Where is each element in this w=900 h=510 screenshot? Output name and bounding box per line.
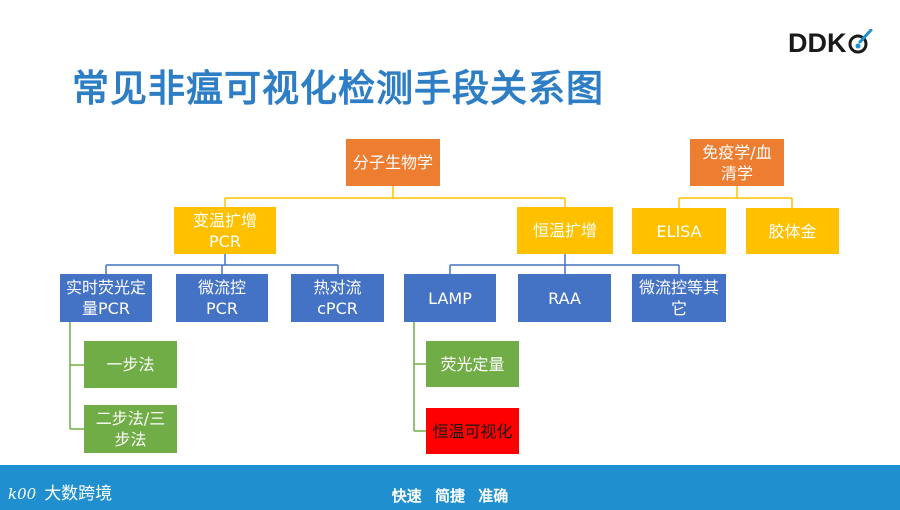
node-fluorescence-quant: 荧光定量 [426, 341, 519, 387]
node-two-three-step: 二步法/三 步法 [84, 405, 177, 453]
footer-brand-text: 大数跨境 [44, 484, 113, 504]
node-isothermal-amplification: 恒温扩增 [517, 207, 613, 254]
footer-slogan: 快速 简捷 准确 [391, 487, 509, 505]
footer-bar: k00 大数跨境 快速 简捷 准确 [0, 465, 900, 510]
node-realtime-qpcr: 实时荧光定 量PCR [60, 274, 152, 322]
logo-text: DDK [788, 28, 847, 58]
footer-brand: k00 大数跨境 [8, 479, 112, 504]
node-lamp: LAMP [404, 274, 496, 322]
node-convection-cpcr: 热对流 cPCR [291, 274, 384, 322]
connector-lines [69, 186, 793, 432]
node-molecular-biology: 分子生物学 [346, 139, 440, 186]
node-colloidal-gold: 胶体金 [746, 208, 839, 254]
dropper-icon [848, 29, 872, 54]
node-immunology-serology: 免疫学/血 清学 [690, 139, 784, 186]
node-microfluidic-other: 微流控等其 它 [632, 274, 726, 322]
node-variable-temp-pcr: 变温扩增 PCR [174, 207, 276, 254]
node-microfluidic-pcr: 微流控 PCR [176, 274, 268, 322]
ddk-logo: DDK [788, 28, 873, 59]
node-raa: RAA [518, 274, 611, 322]
node-isothermal-visual: 恒温可视化 [426, 408, 519, 454]
page-title: 常见非瘟可视化检测手段关系图 [72, 67, 604, 110]
node-one-step: 一步法 [84, 341, 177, 388]
brand-mark-icon: k00 [8, 485, 37, 503]
node-elisa: ELISA [632, 208, 726, 254]
